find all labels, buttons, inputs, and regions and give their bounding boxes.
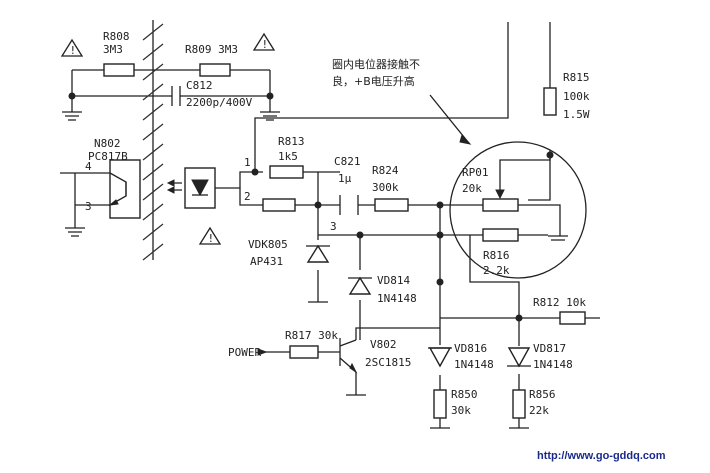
label-rp01-value: 20k [462,182,482,195]
label-v802: V802 [370,338,397,351]
label-c812-value: 2200p/400V [186,96,253,109]
label-node3: 3 [330,220,337,233]
callout-circle [449,141,587,279]
label-r816: R816 [483,249,510,262]
warning-icon: ! [60,38,84,57]
rp01-wiper [495,180,505,200]
label-r808-value: 3M3 [103,43,123,56]
diode-vdk805 [306,244,330,263]
svg-text:!: ! [70,44,77,57]
label-r850: R850 [451,388,478,401]
callout-arrowhead [459,133,472,145]
label-r813: R813 [278,135,305,148]
label-r815: R815 [563,71,590,84]
isolation-barrier-hatch [142,23,164,261]
label-r824: R824 [372,164,399,177]
resistor-r808 [103,63,135,77]
resistor-r816 [482,228,519,242]
label-power: POWER [228,346,261,359]
label-vd817-value: 1N4148 [533,358,573,371]
label-pc817b: PC817B [88,150,128,163]
diode-vd814 [348,276,372,295]
capacitors [171,86,359,215]
label-r809: R809 3M3 [185,43,238,56]
resistor-r813 [269,165,304,179]
diode-vd817 [507,347,531,368]
label-pin1: 1 [244,156,251,169]
label-vdk805: VDK805 [248,238,288,251]
label-vd816-value: 1N4148 [454,358,494,371]
junction-dots [68,92,554,322]
warning-icon: ! [252,32,276,51]
label-r813-value: 1k5 [278,150,298,163]
optocoupler-n802 [108,159,216,219]
resistor-r856 [512,389,526,419]
diodes [306,244,531,368]
label-r816-value: 2.2k [483,264,510,277]
resistor-r824 [374,198,409,212]
label-r850-value: 30k [451,404,471,417]
label-v802-value: 2SC1815 [365,356,411,369]
capacitor-c812 [171,86,181,106]
resistor-r817 [289,345,319,359]
label-vd817: VD817 [533,342,566,355]
capacitor-c821 [339,195,359,215]
ground-symbols [62,111,568,429]
label-c821: C821 [334,155,361,168]
label-r815-power: 1.5W [563,108,590,121]
power-arrow-icon [257,348,268,356]
label-vd816: VD816 [454,342,487,355]
label-r815-value: 100k [563,90,590,103]
resistor-r812 [559,311,586,325]
label-r824-value: 300k [372,181,399,194]
label-n802: N802 [94,137,121,150]
annotation-line-1: 圈内电位器接触不 [332,57,420,71]
label-ap431: AP431 [250,255,283,268]
label-vd814: VD814 [377,274,410,287]
resistors [103,63,586,419]
annotation-line-2: 良，+B电压升高 [332,74,415,88]
label-c812: C812 [186,79,213,92]
label-pin3: 3 [85,200,92,213]
label-r808: R808 [103,30,130,43]
label-r856-value: 22k [529,404,549,417]
warning-icon: ! [198,226,222,245]
resistor-r813b [262,198,296,212]
label-r856: R856 [529,388,556,401]
diode-vd816 [428,347,452,368]
label-pin4: 4 [85,160,92,173]
svg-text:!: ! [208,232,215,245]
label-c821-value: 1µ [338,172,352,185]
svg-text:!: ! [262,38,269,51]
label-rp01: RP01 [462,166,489,179]
resistor-r809 [199,63,231,77]
potentiometer-rp01 [482,198,519,212]
component-labels: R808 3M3 R809 3M3 C812 2200p/400V N802 P… [85,30,590,417]
watermark-url: http://www.go-gddq.com [537,450,666,462]
resistor-r850 [433,389,447,419]
label-vd814-value: 1N4148 [377,292,417,305]
resistor-r815 [543,87,557,116]
label-pin2: 2 [244,190,251,203]
transistor-v802 [339,338,358,374]
label-r817: R817 30k [285,329,338,342]
label-r812: R812 10k [533,296,586,309]
